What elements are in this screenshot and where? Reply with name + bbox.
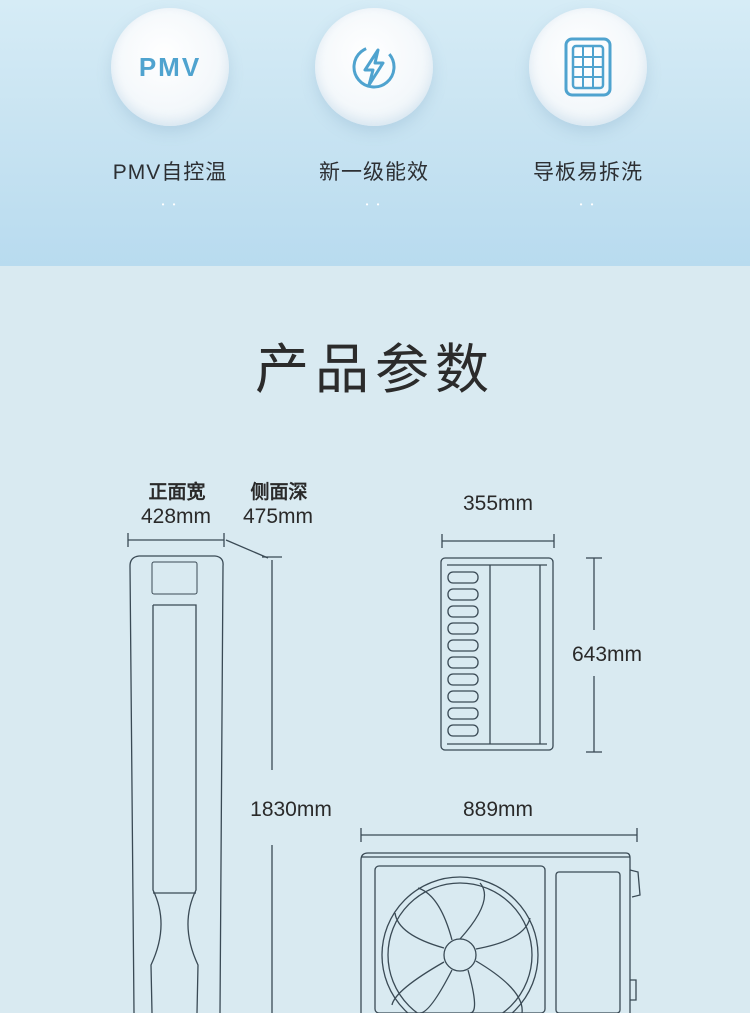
outdoor-front-width-value: 889mm — [462, 798, 534, 821]
outdoor-front-drawing — [360, 828, 641, 1013]
pmv-badge-icon: PMV — [111, 8, 229, 126]
feature-dots: • • — [579, 200, 597, 209]
feature-filter: 导板易拆洗 • • — [488, 8, 688, 209]
indoor-width-label: 正面宽 — [148, 482, 206, 503]
section-title: 产品参数 — [255, 340, 495, 400]
outdoor-side-drawing — [440, 534, 602, 753]
lightning-icon — [315, 8, 433, 126]
feature-pmv: PMV PMV自控温 • • — [70, 8, 270, 209]
indoor-depth-value: 475mm — [242, 505, 314, 528]
feature-dots: • • — [365, 200, 383, 209]
indoor-unit-drawing — [127, 533, 282, 1013]
indoor-width-value: 428mm — [140, 505, 212, 528]
feature-label-filter: 导板易拆洗 — [533, 161, 643, 184]
feature-dots: • • — [161, 200, 179, 209]
indoor-height-value: 1830mm — [250, 798, 332, 821]
feature-label-pmv: PMV自控温 — [112, 161, 228, 184]
filter-grid-icon — [529, 8, 647, 126]
outdoor-side-height-value: 643mm — [571, 643, 643, 666]
feature-label-energy: 新一级能效 — [319, 161, 429, 184]
feature-energy: 新一级能效 • • — [274, 8, 474, 209]
pmv-badge-text: PMV — [138, 51, 202, 82]
outdoor-side-width-value: 355mm — [462, 492, 534, 515]
indoor-depth-label: 侧面深 — [250, 482, 308, 503]
